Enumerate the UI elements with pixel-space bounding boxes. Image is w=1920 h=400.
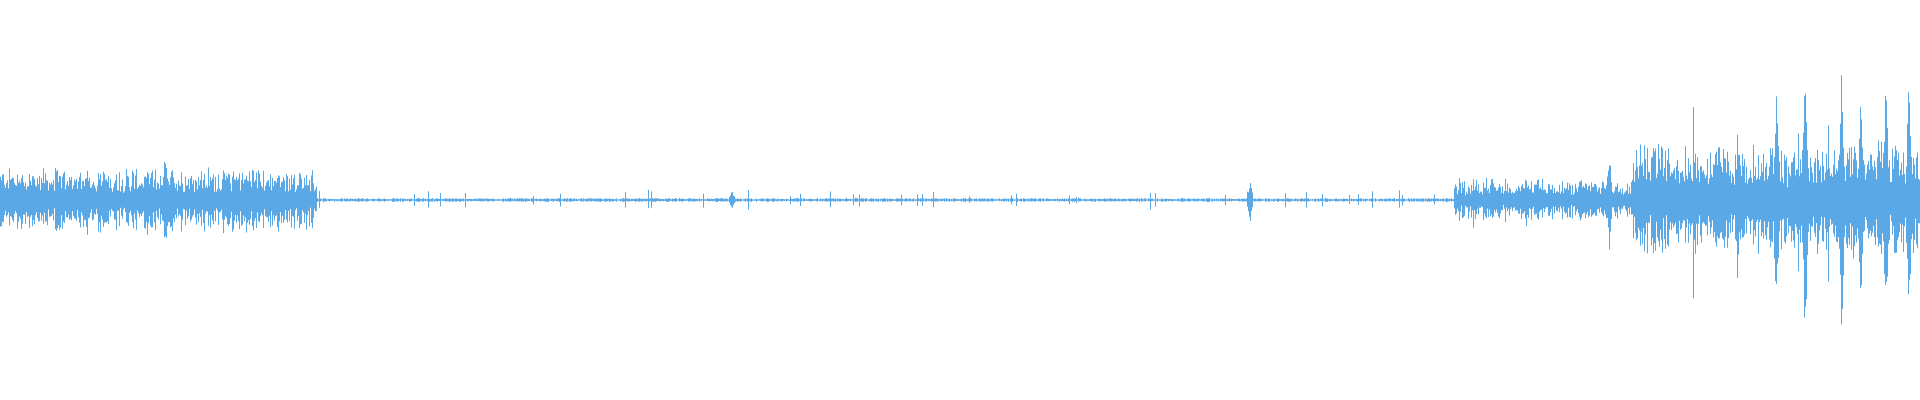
waveform-bars (0, 75, 1920, 325)
